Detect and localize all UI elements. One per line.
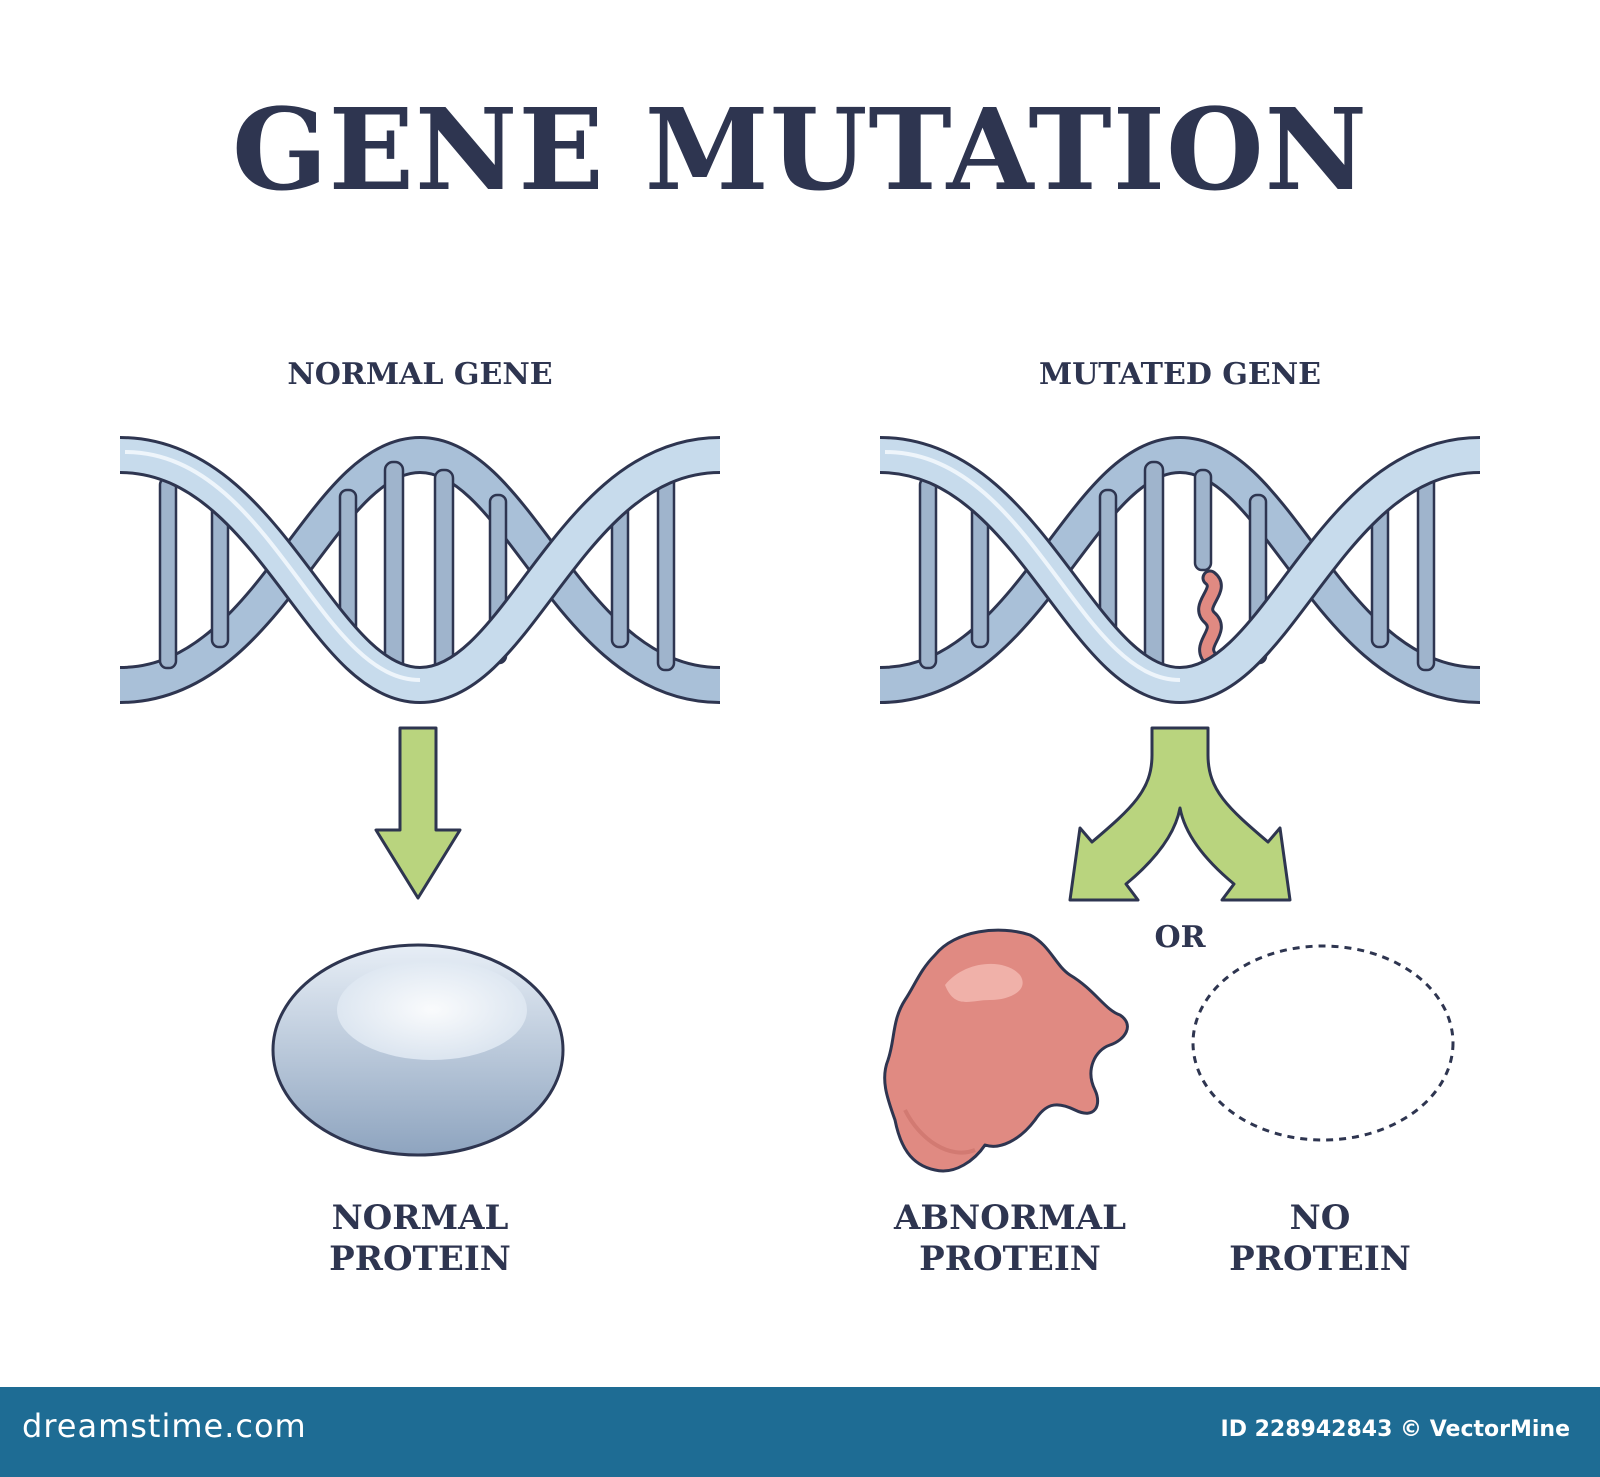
no-protein-outline xyxy=(1191,944,1455,1142)
diagram-artwork xyxy=(119,435,1481,1173)
or-label: OR xyxy=(1154,920,1206,955)
mutated-gene-label: MUTATED GENE xyxy=(1038,357,1322,392)
normal-dna-helix xyxy=(119,435,721,705)
split-arrow xyxy=(1068,726,1292,902)
normal-protein-shape xyxy=(271,943,565,1157)
abnormal-protein-label: ABNORMAL PROTEIN xyxy=(860,1198,1160,1281)
footer-brand[interactable]: dreamstime.com xyxy=(22,1407,307,1445)
normal-protein-label: NORMAL PROTEIN xyxy=(260,1198,580,1281)
page-title: GENE MUTATION xyxy=(231,85,1369,216)
normal-protein-line2: PROTEIN xyxy=(329,1239,511,1280)
no-protein-line1: NO xyxy=(1289,1198,1351,1238)
no-protein-label: NO PROTEIN xyxy=(1180,1198,1460,1281)
mutated-dna-helix xyxy=(879,435,1481,705)
footer-image-id: ID 228942843 © VectorMine xyxy=(1220,1417,1570,1442)
normal-dna-rungs xyxy=(158,460,676,682)
abnormal-protein-shape xyxy=(883,928,1129,1173)
abnormal-protein-line2: PROTEIN xyxy=(919,1239,1101,1280)
abnormal-protein-line1: ABNORMAL xyxy=(894,1198,1126,1238)
footer-bar: dreamstime.com ID 228942843 © VectorMine xyxy=(0,1387,1600,1477)
normal-protein-line1: NORMAL xyxy=(331,1198,509,1238)
normal-gene-label: NORMAL GENE xyxy=(287,357,553,392)
down-arrow xyxy=(374,726,462,900)
no-protein-line2: PROTEIN xyxy=(1229,1239,1411,1280)
